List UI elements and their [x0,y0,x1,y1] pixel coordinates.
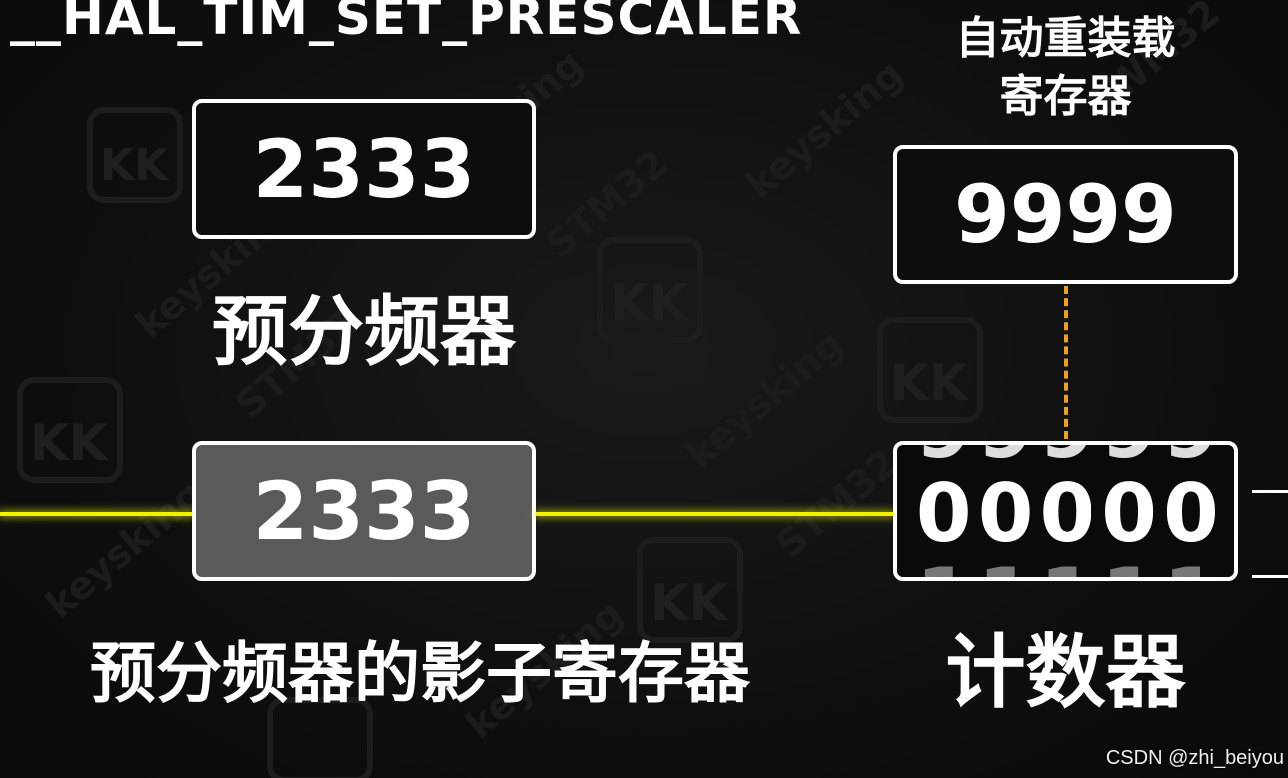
csdn-credit: CSDN @zhi_beiyou [1105,747,1284,769]
counter-digit-prev: 9 [1039,445,1091,476]
auto-reload-label: 自动重装载 寄存器 [893,10,1238,126]
counter-digit-next: 1 [1101,551,1153,577]
counter-digit: 9 0 1 [916,445,968,577]
counter-digit: 9 0 1 [1101,445,1153,577]
clock-signal-line-in [0,512,192,516]
prescaler-register-box: 2333 [192,99,536,239]
auto-reload-register-box: 9999 [893,145,1238,284]
counter-digit-current: 0 [1039,467,1092,560]
counter-digit-prev: 9 [1163,445,1215,476]
counter-digit-current: 0 [977,467,1030,560]
counter-digit-prev: 9 [978,445,1030,476]
auto-reload-label-line2: 寄存器 [999,71,1132,122]
counter-digit-current: 0 [915,467,968,560]
counter-digit-prev: 9 [1101,445,1153,476]
prescaler-value: 2333 [252,122,476,216]
counter-output-tick-top [1252,490,1288,493]
counter-digit-current: 0 [1163,467,1216,560]
counter-digit-next: 1 [978,551,1030,577]
counter-digit: 9 0 1 [1163,445,1215,577]
counter-output-tick-bottom [1252,575,1288,578]
counter-digit-next: 1 [1163,551,1215,577]
macro-title: __HAL_TIM_SET_PRESCALER [10,0,803,46]
reload-compare-link [1064,286,1068,439]
counter-digit-next: 1 [916,551,968,577]
counter-label: 计数器 [945,626,1186,719]
counter-digit-prev: 9 [916,445,968,476]
auto-reload-label-line1: 自动重装载 [955,13,1176,64]
auto-reload-value: 9999 [954,168,1177,261]
prescaler-label: 预分频器 [212,287,516,376]
prescaler-shadow-register-box: 2333 [192,441,536,581]
counter-box: 9 0 1 9 0 1 9 0 1 9 0 1 9 0 1 [893,441,1238,581]
counter-digit: 9 0 1 [1039,445,1091,577]
shadow-register-label: 预分频器的影子寄存器 [90,635,750,712]
counter-digit-current: 0 [1101,467,1154,560]
counter-digits: 9 0 1 9 0 1 9 0 1 9 0 1 9 0 1 [897,445,1234,577]
shadow-register-value: 2333 [252,464,476,558]
counter-digit: 9 0 1 [978,445,1030,577]
counter-digit-next: 1 [1039,551,1091,577]
clock-signal-line-out [536,512,893,516]
